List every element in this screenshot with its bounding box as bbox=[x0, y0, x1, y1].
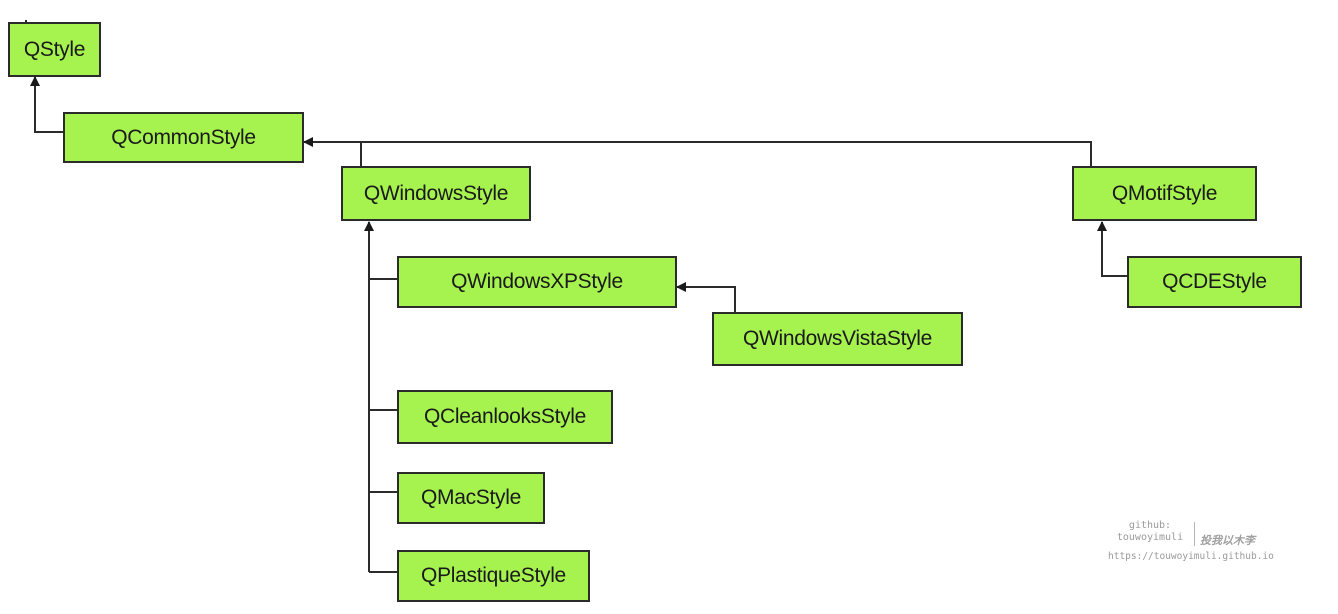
watermark-divider bbox=[1194, 522, 1195, 546]
node-qstyle: QStyle bbox=[8, 22, 101, 77]
edge-qcdestyle-qmotifstyle bbox=[1097, 221, 1128, 277]
node-qwindowsxpstyle: QWindowsXPStyle bbox=[397, 256, 677, 308]
node-qplastiquestyle: QPlastiqueStyle bbox=[397, 550, 590, 602]
watermark-line2: touwoyimuli bbox=[1116, 532, 1184, 543]
node-qwindowsvistastyle: QWindowsVistaStyle bbox=[712, 312, 963, 366]
node-qcdestyle: QCDEStyle bbox=[1127, 256, 1302, 308]
watermark-line1: github: bbox=[1128, 520, 1172, 531]
edge-qwindowsstyle-qcommonstyle bbox=[303, 137, 362, 166]
watermark: github: touwoyimuli 投我以木李 https://touwoy… bbox=[1108, 520, 1288, 564]
watermark-calligraphy: 投我以木李 bbox=[1200, 534, 1255, 547]
watermark-url: https://touwoyimuli.github.io bbox=[1108, 551, 1274, 562]
edge-qcommonstyle-qstyle bbox=[30, 76, 64, 133]
edge-qmotifstyle-qcommonstyle bbox=[361, 141, 1092, 166]
node-qmotifstyle: QMotifStyle bbox=[1072, 166, 1257, 221]
node-qcleanlooksstyle: QCleanlooksStyle bbox=[397, 390, 613, 444]
edge-qwindowsvistastyle-qwindowsxpstyle bbox=[676, 282, 736, 313]
node-qwindowsstyle: QWindowsStyle bbox=[341, 166, 531, 221]
node-qmacstyle: QMacStyle bbox=[397, 472, 545, 524]
node-qcommonstyle: QCommonStyle bbox=[63, 112, 304, 163]
watermark-github: github: touwoyimuli bbox=[1108, 520, 1192, 544]
